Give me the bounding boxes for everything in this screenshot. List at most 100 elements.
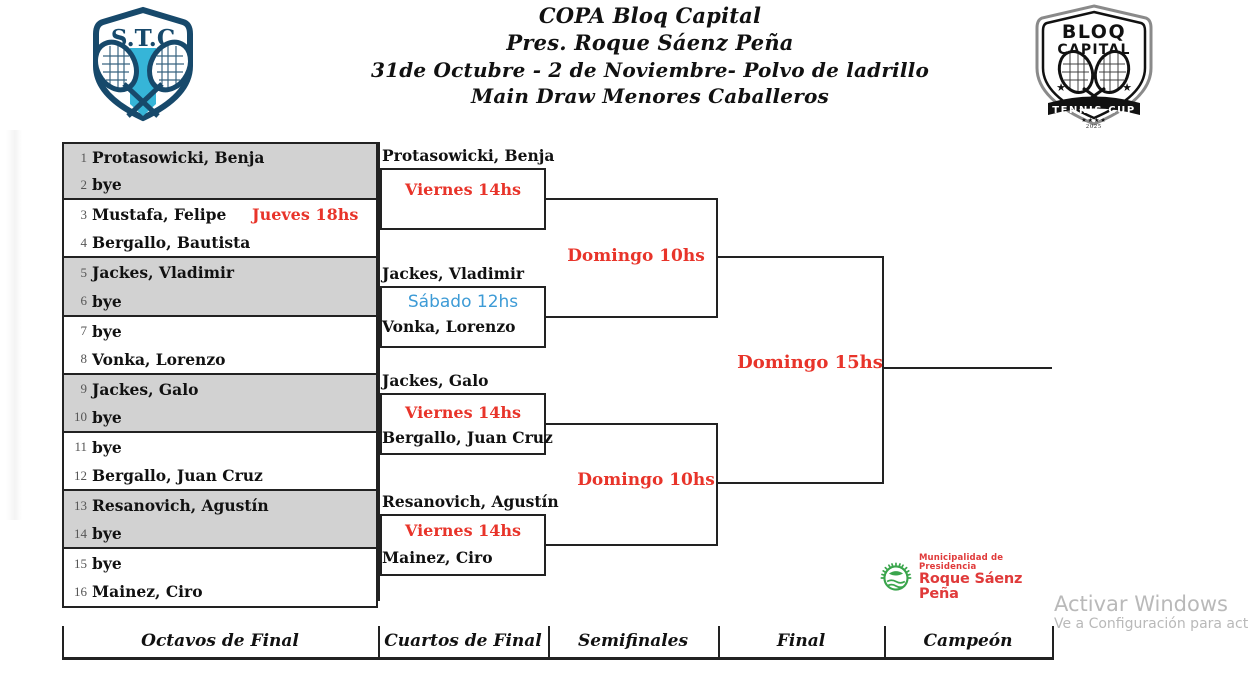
seed-number: 11 [74,439,87,455]
watermark-title: Activar Windows [1054,592,1228,616]
player-row[interactable]: 14 bye [62,520,378,550]
player-name: Bergallo, Bautista [92,233,251,253]
legend-label-campeon: Campeón [923,631,1013,651]
player-row[interactable]: 8 Vonka, Lorenzo [62,345,378,375]
round-legend: Octavos de Final Cuartos de Final Semifi… [62,612,1054,660]
player-row[interactable]: 9 Jackes, Galo [62,374,378,404]
player-name: bye [92,175,122,195]
player-name: Resanovich, Agustín [92,496,269,516]
qf-match-box[interactable] [380,168,546,230]
player-name: Mainez, Ciro [92,582,203,602]
seed-number: 5 [80,264,88,280]
player-name: Vonka, Lorenzo [92,349,226,369]
player-name: bye [92,321,122,341]
sf-top-connector [546,316,718,318]
player-row[interactable]: 12 Bergallo, Juan Cruz [62,462,378,492]
sf-schedule-label: Domingo 10hs [567,246,705,266]
title-line-1: COPA Bloq Capital [538,3,762,28]
player-row[interactable]: 11 bye [62,432,378,463]
sf-bottom-connector [546,423,718,425]
seed-number: 14 [74,525,87,541]
player-name: Jackes, Vladimir [92,263,235,283]
legend-baseline [62,657,1054,660]
title-line-2: Pres. Roque Sáenz Peña [506,30,794,56]
watermark-subtitle: Ve a Configuración para act [1054,616,1249,633]
qf-advanced-name: Resanovich, Agustín [382,492,559,511]
seed-number: 4 [80,234,88,250]
qf-schedule-label: Viernes 14hs [404,180,522,199]
player-name: Mustafa, Felipe [92,205,227,225]
round1-right-border [378,142,380,601]
qf-advanced-name: Protasowicki, Benja [382,146,555,165]
player-name: bye [92,524,122,544]
player-name: bye [92,437,122,457]
legend-tick [718,626,720,660]
player-row[interactable]: 16 Mainez, Ciro [62,578,378,608]
final-vertical [882,256,884,484]
municipalidad-line-1: Municipalidad de Presidencia [918,553,1004,572]
legend-label-cuartos: Cuartos de Final [384,631,542,651]
legend-tick [378,626,380,660]
title-line-3: 31de Octubre - 2 de Noviembre- Polvo de … [371,57,929,82]
municipalidad-logo: Municipalidad de Presidencia Roque Sáenz… [880,554,1058,601]
final-schedule-label: Domingo 15hs [737,352,883,373]
player-name: bye [92,407,122,427]
player-name: Bergallo, Juan Cruz [92,466,263,486]
municipalidad-emblem-icon [880,562,912,591]
bloq-capital-logo: BLOQ CAPITAL ★ ★ TE [1030,2,1158,130]
player-row[interactable]: 13 Resanovich, Agustín [62,491,378,521]
qf-match-box[interactable] [380,514,546,576]
seed-number: 2 [80,176,88,192]
legend-label-octavos: Octavos de Final [141,631,299,651]
qf-opponent-name: Bergallo, Juan Cruz [382,428,553,447]
legend-tick [62,626,64,660]
player-row[interactable]: 1 Protasowicki, Benja [62,142,378,172]
title-line-4: Main Draw Menores Caballeros [471,83,829,108]
seed-number: 9 [80,381,88,397]
player-name: bye [92,554,122,574]
legend-tick [1052,626,1054,660]
tournament-title-block: COPA Bloq Capital Pres. Roque Sáenz Peña… [330,2,970,109]
seed-number: 13 [74,497,87,513]
qf-match-box[interactable] [380,393,546,455]
player-row[interactable]: 3 Mustafa, Felipe [62,200,378,230]
player-row[interactable]: 5 Jackes, Vladimir [62,258,378,288]
round1-schedule-note: Jueves 18hs [252,205,359,224]
sf-bottom-connector [546,544,718,546]
player-row[interactable]: 2 bye [62,171,378,201]
player-row[interactable]: 7 bye [62,316,378,346]
qf-match-box[interactable] [380,286,546,348]
player-row[interactable]: 10 bye [62,403,378,433]
player-row[interactable]: 4 Bergallo, Bautista [62,229,378,259]
seed-number: 7 [80,323,88,339]
seed-number: 3 [80,206,88,222]
seed-number: 8 [80,351,88,367]
qf-schedule-label: Sábado 12hs [407,292,519,312]
final-top-connector [716,256,884,258]
qf-opponent-name: Vonka, Lorenzo [382,317,516,336]
player-name: Protasowicki, Benja [92,148,265,168]
qf-advanced-name: Jackes, Galo [382,371,489,390]
qf-schedule-label: Viernes 14hs [404,521,522,540]
seed-number: 6 [80,293,88,309]
qf-advanced-name: Jackes, Vladimir [382,264,525,283]
seed-number: 16 [74,583,87,599]
svg-text:TENNIS CUP: TENNIS CUP [1052,105,1136,116]
svg-text:★: ★ [1122,82,1132,94]
legend-label-final: Final [776,631,826,651]
sf-schedule-label: Domingo 10hs [577,470,715,490]
seed-number: 1 [80,149,88,165]
player-name: Jackes, Galo [92,379,199,399]
qf-opponent-name: Mainez, Ciro [382,548,493,567]
svg-text:2025: 2025 [1086,124,1102,128]
player-row[interactable]: 6 bye [62,287,378,317]
player-row[interactable]: 15 bye [62,549,378,579]
legend-tick [884,626,886,660]
municipalidad-line-2: Roque Sáenz Peña [918,570,1023,602]
windows-activation-watermark: Activar Windows Ve a Configuración para … [1054,592,1260,634]
svg-text:★★★★: ★★★★ [1081,117,1107,124]
sf-top-connector [546,198,718,200]
stc-shield-logo: S.T.C [80,4,206,126]
